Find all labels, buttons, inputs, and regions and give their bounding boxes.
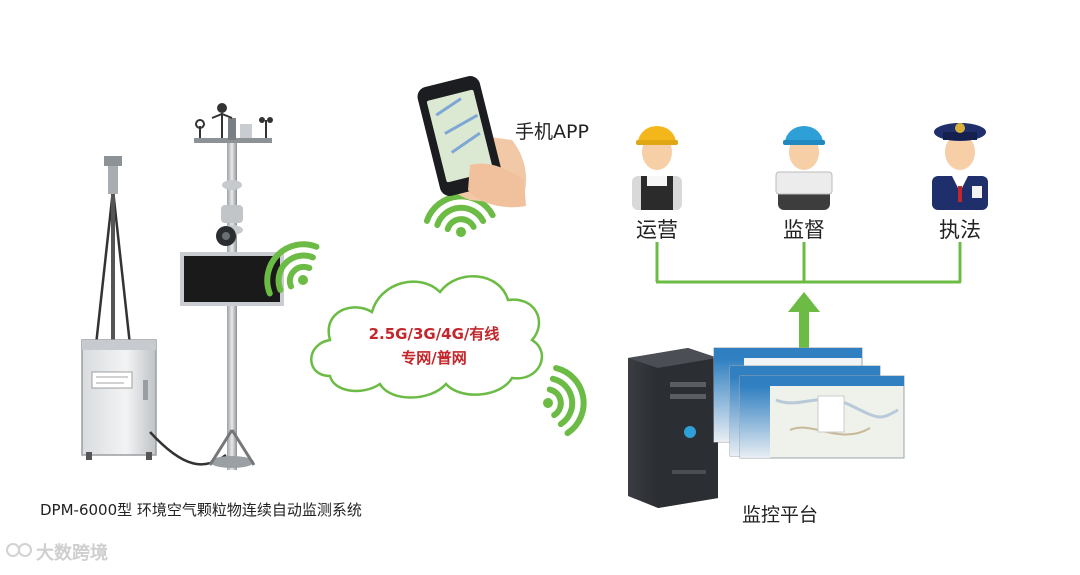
monitoring-station-icon — [81, 103, 284, 470]
connector-lines — [655, 242, 962, 284]
smartphone-icon — [417, 76, 527, 208]
mobile-app-label: 手机APP — [515, 121, 589, 143]
role-label-supervision: 监督 — [783, 218, 825, 242]
monitor-screen-icon — [739, 375, 905, 459]
role-label-enforcement: 执法 — [939, 218, 981, 242]
wifi-signal-icon — [423, 193, 496, 237]
up-arrow-icon — [788, 292, 820, 350]
network-text-line1: 2.5G/3G/4G/有线 — [368, 325, 500, 343]
platform-label: 监控平台 — [742, 504, 819, 526]
watermark-text: 大数跨境 — [36, 543, 108, 564]
system-caption: DPM-6000型 环境空气颗粒物连续自动监测系统 — [40, 501, 362, 519]
worker-icon — [632, 126, 682, 210]
watermark-logo-icon — [6, 540, 32, 560]
police-officer-icon — [932, 123, 988, 210]
network-text-line2: 专网/普网 — [401, 349, 467, 367]
cloud-icon — [310, 275, 544, 399]
wifi-signal-icon — [543, 365, 587, 437]
role-label-operations: 运营 — [636, 218, 678, 242]
wifi-signal-icon — [264, 241, 320, 297]
computer-tower-icon — [628, 348, 718, 508]
inspector-icon — [775, 126, 833, 210]
